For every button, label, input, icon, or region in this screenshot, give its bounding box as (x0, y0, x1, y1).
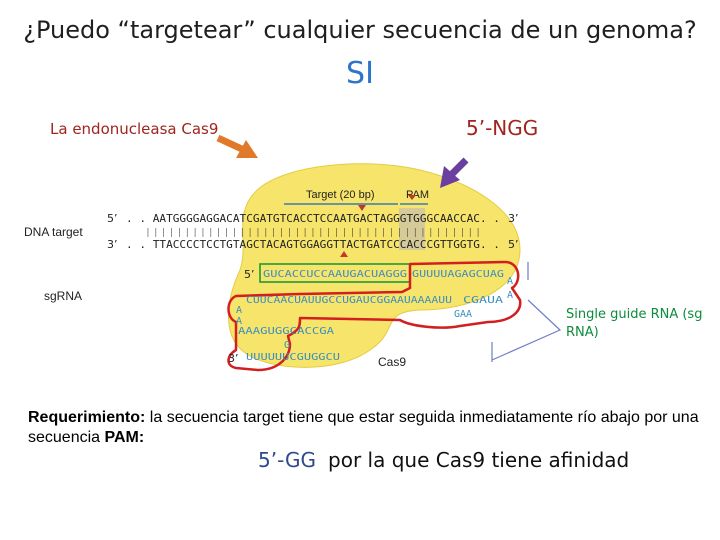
sgrna-left-a1: A (236, 305, 242, 316)
sgrna-left-a2: A (236, 316, 242, 327)
dna-base-pair-ticks: | | | | | | | | | | | | | | | | | | | | … (146, 228, 480, 238)
cas9-protein-shape (227, 163, 521, 368)
sgrna-tetraloop-gaa: GAA (454, 309, 472, 320)
dna-top-5prime: 5’ (107, 212, 118, 225)
sgrna-antirepeat: CUUCAACUAUUGCCUGAUCGGAAUAAAAUU (246, 295, 452, 306)
dna-target-label: DNA target (24, 225, 83, 239)
dna-bottom-5prime: 5’ (508, 238, 519, 251)
gg-motif: 5’-GG (258, 448, 317, 472)
sgrna-loop-a2: A (507, 290, 513, 301)
cut-site-marker-top (358, 205, 366, 211)
sgrna-scaffold-outline (227, 260, 522, 372)
pam-callout-label: 5’-NGG (466, 116, 539, 140)
requirement-paragraph: Requerimiento: la secuencia target tiene… (28, 408, 718, 448)
target-label: Target (20 bp) (306, 189, 374, 201)
sgrna-loop-a1: A (507, 276, 513, 287)
sgrna-stem-loop-top: AAAGUGGCACCGA (238, 326, 334, 337)
sgrna-note: Single guide RNA (sg RNA) (566, 307, 703, 340)
requirement-pam: PAM: (104, 429, 145, 446)
dna-bottom-3prime: 3’ (107, 238, 118, 251)
requirement-label: Requerimiento: (28, 409, 146, 426)
sgrna-stem-loop-bottom: UUUUUUCGUGGCU (246, 352, 340, 363)
sgrna-stem-loop-g: G (284, 340, 290, 351)
dna-bottom-strand: . . TTACCCCTCCTGTAGCTACAGTGGAGGTTACTGATC… (126, 240, 500, 251)
affinity-text: por la que Cas9 tiene afinidad (328, 448, 630, 472)
sgrna-repeat-stem: GUUUUAGAGCUAG (412, 269, 504, 280)
sgrna-5prime: 5’ (244, 268, 255, 281)
dna-top-strand: . . AATGGGGAGGACATCGATGTCACCTCCAATGACTAG… (126, 214, 500, 225)
cas9-diagram-label: Cas9 (378, 355, 406, 369)
affinity-line: 5’-GG por la que Cas9 tiene afinidad (258, 448, 629, 472)
cas9-callout-label: La endonucleasa Cas9 (50, 120, 219, 138)
slide-title: ¿Puedo “targetear” cualquier secuencia d… (23, 16, 697, 44)
pam-highlight (399, 208, 425, 250)
sgrna-3prime: 3’ (228, 352, 239, 365)
sgrna-antirepeat-tail: CGAUA (463, 295, 503, 306)
answer-text: SI (346, 56, 374, 91)
pam-arrow (440, 157, 469, 188)
requirement-text: la secuencia target tiene que estar segu… (28, 409, 699, 446)
pam-marker (408, 195, 416, 200)
cas9-arrow (216, 134, 258, 158)
dna-top-3prime: 3’ (508, 212, 519, 225)
cut-site-marker-bottom (340, 251, 348, 257)
sgrna-bracket (491, 262, 562, 361)
guide-sequence: GUCACCUCCAAUGACUAGGG (263, 269, 407, 280)
sgrna-label: sgRNA (44, 289, 82, 303)
